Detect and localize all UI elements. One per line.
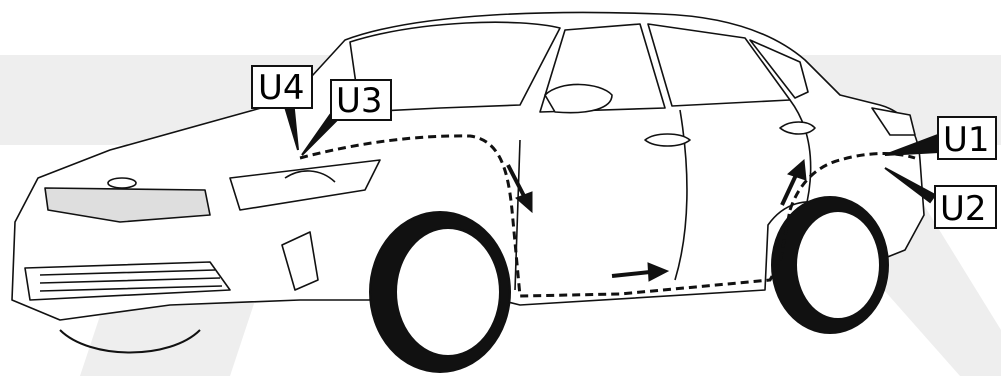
front-wheel — [370, 212, 510, 372]
emblem — [108, 178, 136, 188]
callout-u2: U2 — [935, 186, 996, 229]
callout-u4: U4 — [252, 66, 312, 108]
callout-label-u1: U1 — [943, 120, 990, 160]
callout-label-u2: U2 — [940, 189, 987, 229]
callout-u1: U1 — [938, 117, 996, 160]
front-door-handle — [645, 134, 690, 146]
callout-label-u4: U4 — [258, 68, 305, 108]
callout-u3: U3 — [331, 80, 391, 121]
callout-label-u3: U3 — [336, 81, 383, 121]
